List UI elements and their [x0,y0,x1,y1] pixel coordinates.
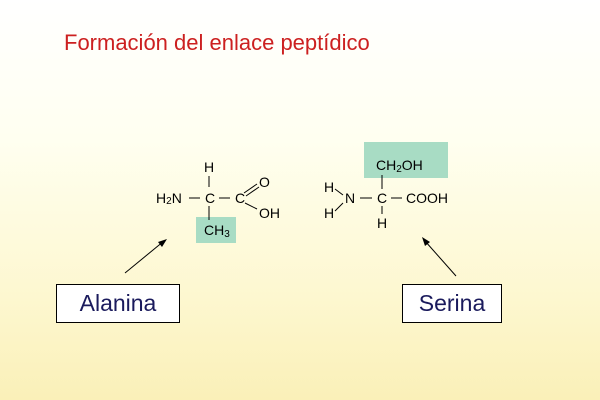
bond [244,202,258,210]
serina-label: Serina [402,284,502,323]
serina-side-chain-highlight [364,142,448,178]
serina-ch2oh: CH2OH [376,157,423,175]
bond [334,188,344,196]
alanina-c-carboxyl: C [235,190,245,206]
serina-cooh: COOH [406,190,448,206]
alanina-o: O [259,174,270,190]
serina-c-alpha: C [377,190,387,206]
serina-h-top: H [324,179,334,195]
serina-molecule: CH2OH H H N C COOH H [324,157,448,231]
alanina-c-alpha: C [205,190,215,206]
alanina-label: Alanina [56,284,180,323]
alanina-h-top: H [204,159,214,175]
alanina-side-chain-highlight [196,217,236,243]
serina-n: N [345,190,355,206]
serina-arrow [422,237,457,277]
bond [245,186,260,197]
page-title: Formación del enlace peptídico [64,30,370,55]
alanina-molecule: H H2N C C O OH CH3 [156,159,280,240]
alanina-ch3: CH3 [204,222,230,240]
bond [334,202,344,212]
serina-h-bottom: H [377,215,387,231]
alanina-h2n: H2N [156,190,182,207]
bond [243,183,258,194]
serina-h-bottom-left: H [324,205,334,221]
alanina-oh: OH [259,205,280,221]
alanina-arrow [124,239,167,274]
